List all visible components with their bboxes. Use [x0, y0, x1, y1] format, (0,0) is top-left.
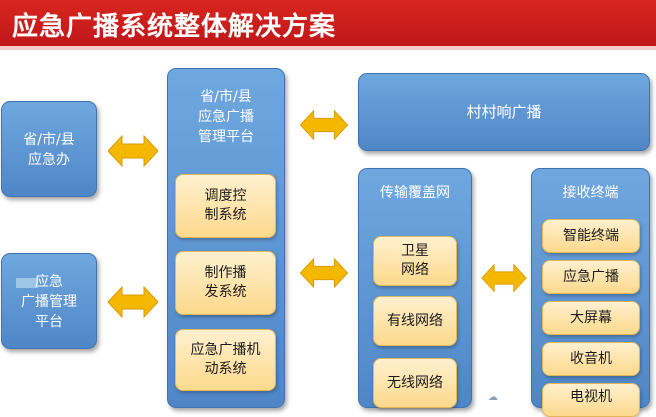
- double-arrow-icon: [481, 263, 527, 293]
- management-platform-header: 省/市/县 应急广播 管理平台: [198, 89, 254, 145]
- smart-terminal-label: 智能终端: [563, 227, 619, 244]
- village-broadcast-label: 村村响广播: [466, 103, 542, 121]
- double-arrow-icon: [108, 285, 158, 319]
- television: 电视机: [542, 383, 640, 417]
- page-title: 应急广播系统整体解决方案: [12, 12, 337, 42]
- broadcast-management-platform-label: 应急 广播管理 平台: [21, 274, 77, 330]
- double-arrow-icon: [300, 109, 348, 141]
- title-divider: [0, 46, 656, 50]
- dispatch-control-system-label: 调度控 制系统: [204, 188, 247, 223]
- provincial-emergency-office-label: 省/市/县 应急办: [23, 132, 75, 168]
- provincial-emergency-office-box: 省/市/县 应急办: [1, 101, 97, 197]
- production-broadcast-system: 制作播 发系统: [175, 251, 276, 315]
- mobile-emergency-system: 应急广播机 动系统: [175, 329, 276, 391]
- satellite-network-label: 卫星 网络: [401, 243, 429, 278]
- receiving-terminal-header: 接收终端: [562, 185, 619, 201]
- watermark: ☁: [488, 392, 498, 403]
- emergency-broadcast-terminal-label: 应急广播: [563, 268, 619, 285]
- wireless-network-label: 无线网络: [387, 374, 443, 391]
- broadcast-management-platform-box: 应急 广播管理 平台: [1, 253, 97, 349]
- cable-network-label: 有线网络: [387, 312, 443, 329]
- wechat-icon: ☁: [488, 392, 498, 403]
- large-screen-label: 大屏幕: [570, 309, 612, 326]
- transmission-network-header: 传输覆盖网: [380, 185, 450, 201]
- production-broadcast-system-label: 制作播 发系统: [204, 265, 247, 300]
- cable-network: 有线网络: [373, 296, 457, 346]
- dispatch-control-system: 调度控 制系统: [175, 174, 276, 238]
- redacted-text-mark: [16, 278, 38, 288]
- double-arrow-icon: [300, 257, 348, 289]
- mobile-emergency-system-label: 应急广播机 动系统: [190, 342, 261, 377]
- title-bar: 应急广播系统整体解决方案: [0, 0, 656, 46]
- emergency-broadcast-terminal: 应急广播: [542, 260, 640, 294]
- smart-terminal: 智能终端: [542, 219, 640, 253]
- village-broadcast-box: 村村响广播: [358, 73, 650, 151]
- radio-receiver: 收音机: [542, 342, 640, 376]
- large-screen: 大屏幕: [542, 301, 640, 335]
- satellite-network: 卫星 网络: [373, 236, 457, 286]
- wireless-network: 无线网络: [373, 358, 457, 408]
- television-label: 电视机: [570, 389, 612, 405]
- radio-receiver-label: 收音机: [570, 350, 612, 367]
- double-arrow-icon: [108, 134, 158, 168]
